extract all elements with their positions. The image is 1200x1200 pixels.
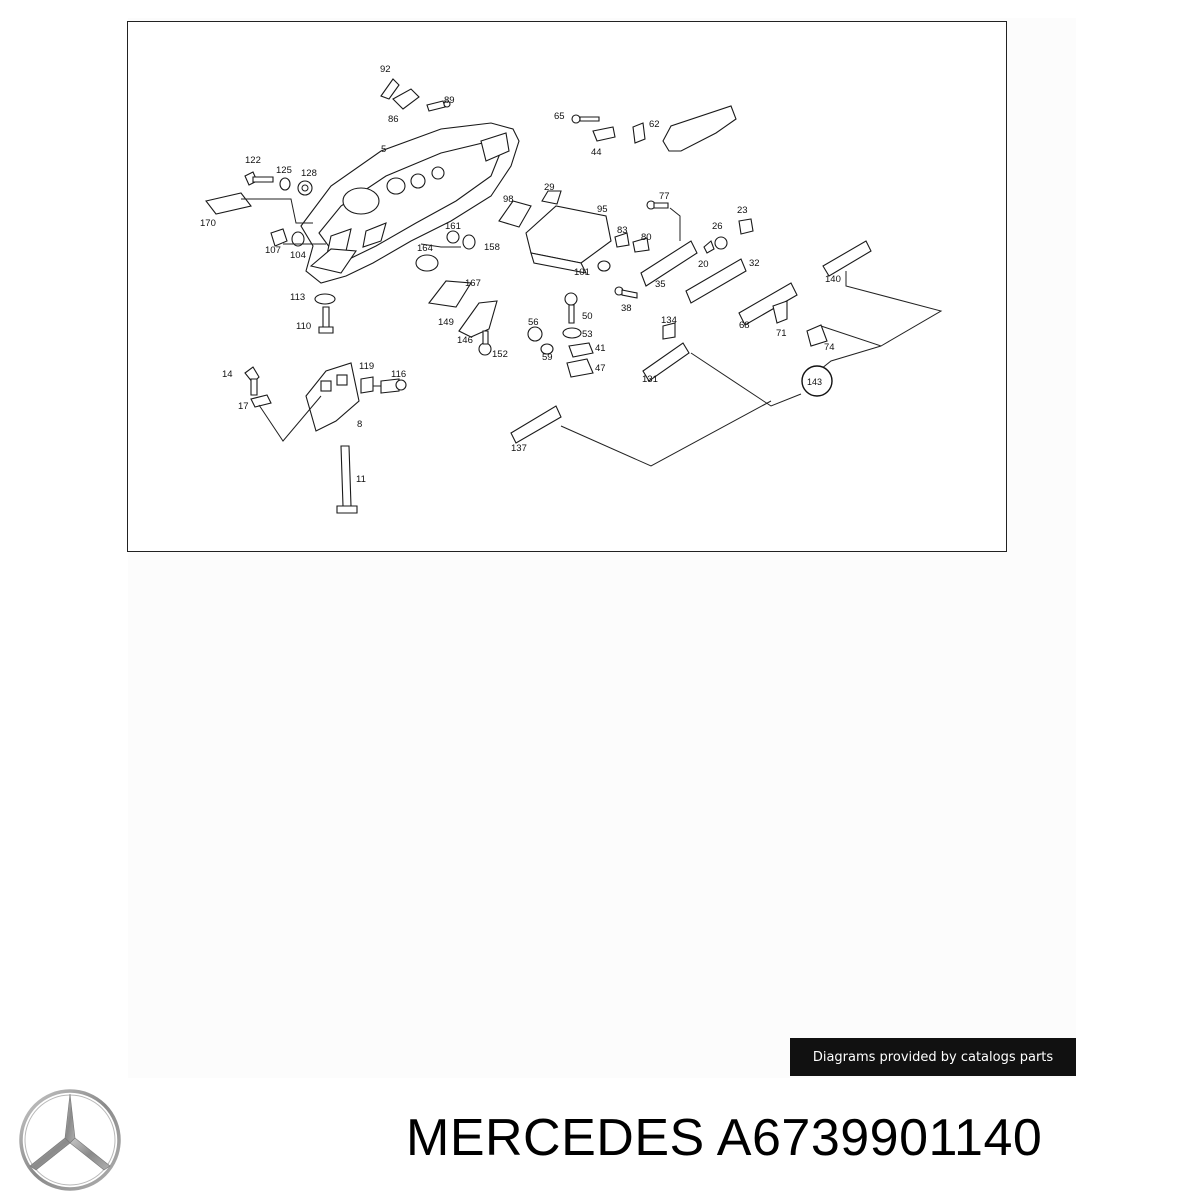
callout-label: 23	[737, 205, 748, 216]
callout-label: 128	[301, 168, 317, 179]
center-fasteners	[527, 292, 594, 378]
callout-label: 137	[511, 443, 527, 454]
trim-parts-top-right	[571, 105, 737, 152]
callout-label: 146	[457, 335, 473, 346]
callout-label: 131	[642, 374, 658, 385]
callout-label: 44	[591, 147, 602, 158]
callout-label: 110	[296, 321, 311, 332]
callout-label: 116	[391, 369, 406, 380]
callout-label: 125	[276, 165, 292, 176]
callout-label: 122	[245, 155, 261, 166]
callout-label: 143	[807, 377, 822, 387]
callout-label: 38	[621, 303, 632, 314]
callout-label: 104	[290, 250, 306, 261]
callout-label: 74	[824, 342, 835, 353]
callout-label: 41	[595, 343, 606, 354]
brand-name: MERCEDES	[406, 1109, 705, 1167]
callout-label: 134	[661, 315, 677, 326]
callout-label: 80	[641, 232, 652, 243]
callout-label: 161	[445, 221, 461, 232]
callout-label: 119	[359, 361, 374, 372]
right-upper-parts	[614, 200, 754, 304]
callout-label: 83	[617, 225, 628, 236]
parts-diagram-frame: 92 86 89 65 44 62 5 122 125 128 170 107 …	[127, 21, 1007, 552]
callout-label: 47	[595, 363, 606, 374]
callout-label: 62	[649, 119, 660, 130]
callout-label: 149	[438, 317, 454, 328]
callout-label: 170	[200, 218, 216, 229]
callout-label: 152	[492, 349, 508, 360]
callout-label: 17	[238, 401, 249, 412]
callout-label: 140	[825, 274, 841, 285]
callout-label: 158	[484, 242, 500, 253]
callout-label: 101	[574, 267, 590, 278]
parts-diagram: 92 86 89 65 44 62 5 122 125 128 170 107 …	[200, 64, 943, 514]
callout-label: 77	[659, 191, 670, 202]
clip-parts-top	[380, 78, 451, 112]
callout-label: 98	[503, 194, 514, 205]
callout-label: 71	[776, 328, 787, 339]
callout-label: 107	[265, 245, 281, 256]
callout-label: 35	[655, 279, 666, 290]
center-knobs	[415, 230, 476, 272]
callout-label: 11	[356, 474, 366, 485]
credit-badge: Diagrams provided by catalogs parts	[790, 1038, 1076, 1076]
callout-label: 56	[528, 317, 539, 328]
callout-label: 50	[582, 311, 593, 322]
dashboard-body-drawing	[300, 122, 520, 284]
callout-label: 68	[739, 320, 750, 331]
callout-label: 5	[381, 144, 386, 155]
callout-label: 8	[357, 419, 362, 430]
glove-box-drawing	[498, 190, 612, 274]
lower-bracket-parts	[244, 362, 407, 514]
callout-label: 86	[388, 114, 399, 125]
callout-label: 113	[290, 292, 305, 303]
callout-label: 26	[712, 221, 723, 232]
credit-text: Diagrams provided by catalogs parts	[812, 1049, 1054, 1065]
callout-label: 89	[444, 95, 455, 106]
callout-labels: 92 86 89 65 44 62 5 122 125 128 170 107 …	[200, 64, 841, 485]
callout-circle-143	[801, 365, 833, 397]
part-heading: MERCEDES A6739901140	[406, 1108, 1042, 1168]
callout-label: 20	[698, 259, 709, 270]
callout-label: 29	[544, 182, 555, 193]
callout-label: 167	[465, 278, 481, 289]
callout-label: 95	[597, 204, 608, 215]
callout-label: 14	[222, 369, 233, 380]
lower-left-fasteners	[314, 280, 498, 356]
callout-label: 164	[417, 243, 433, 254]
callout-label: 59	[542, 352, 553, 363]
rail-parts	[510, 240, 872, 444]
callout-label: 32	[749, 258, 760, 269]
mercedes-star-icon	[19, 1089, 121, 1191]
part-number: A6739901140	[716, 1109, 1043, 1167]
callout-label: 92	[380, 64, 391, 75]
callout-label: 65	[554, 111, 565, 122]
callout-label: 53	[582, 329, 593, 340]
left-fasteners	[205, 171, 313, 247]
